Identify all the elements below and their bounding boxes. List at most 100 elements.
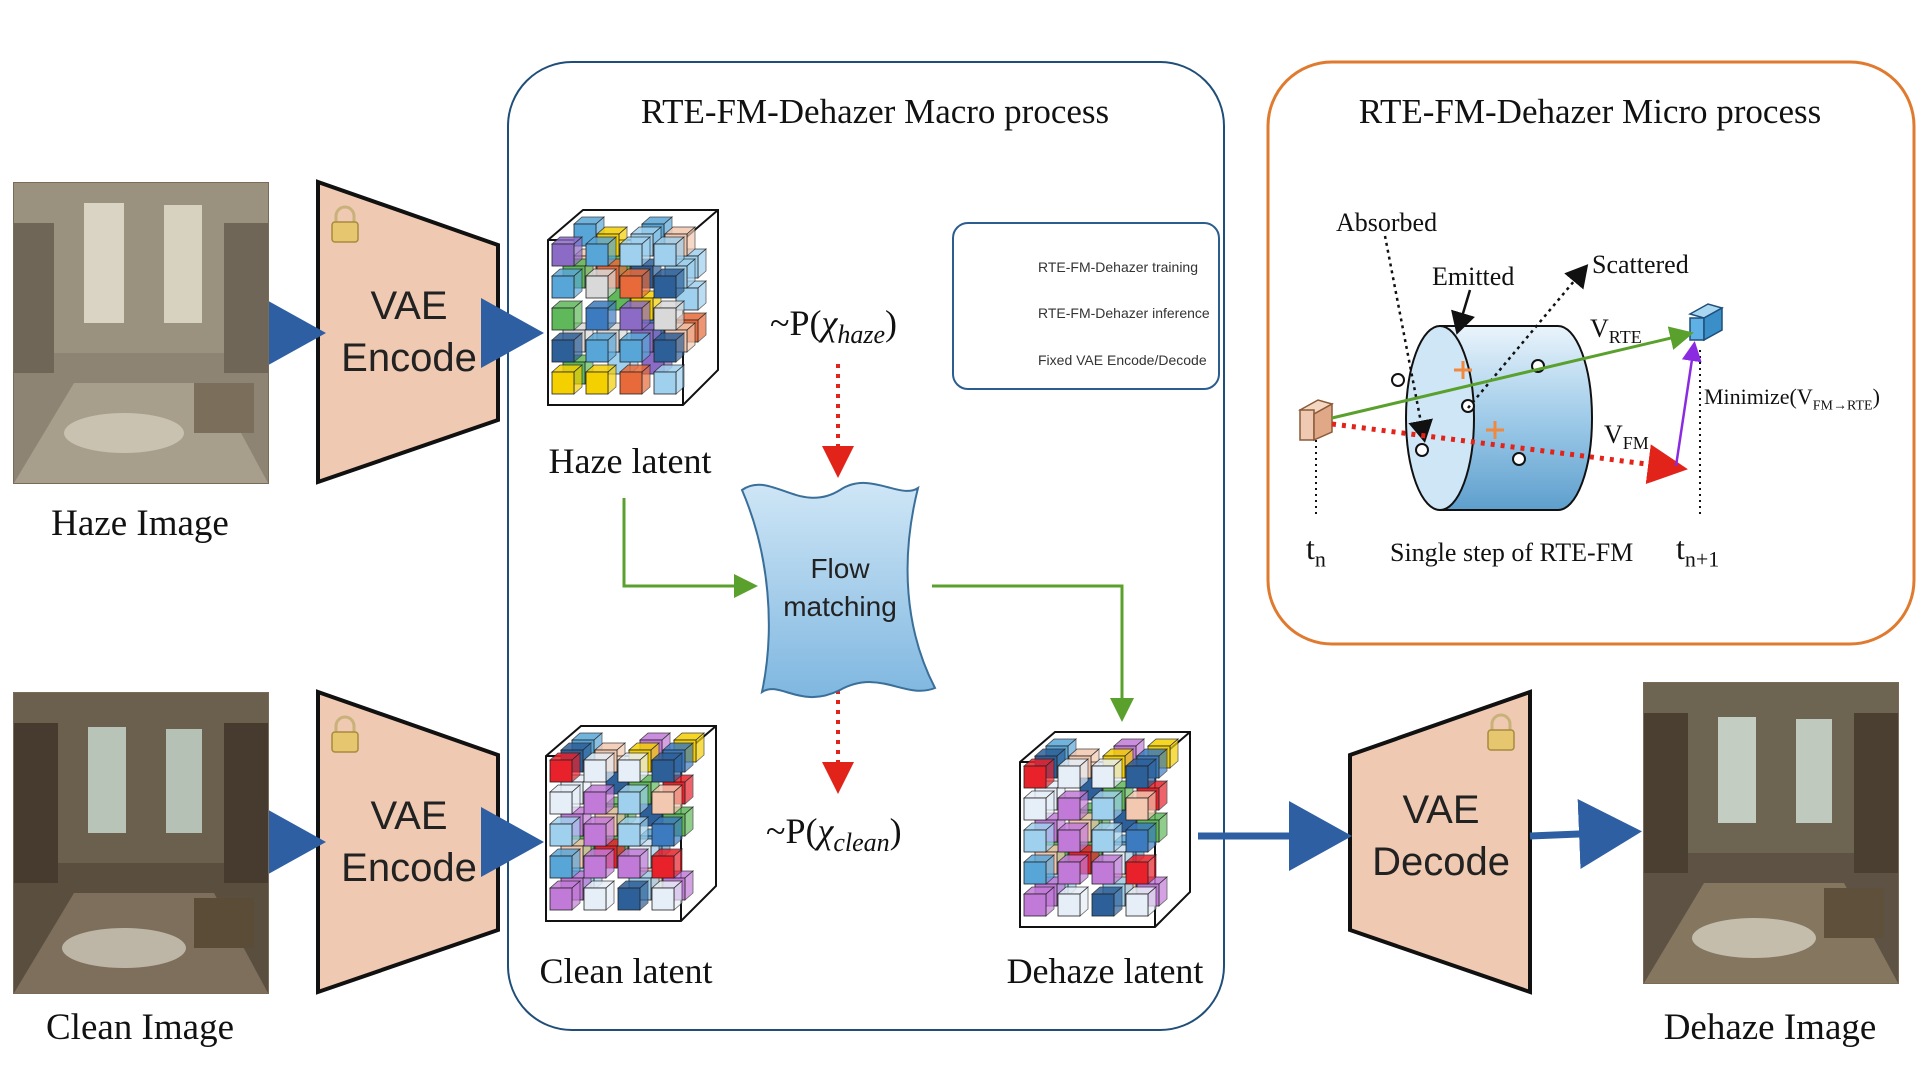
- latent-block: [616, 784, 650, 815]
- clean-latent-cube: [545, 725, 717, 922]
- legend-inference: RTE-FM-Dehazer inference: [1038, 305, 1210, 321]
- latent-block: [1056, 758, 1090, 789]
- lock-icon: [331, 715, 359, 753]
- tn-label: tn: [1306, 530, 1326, 572]
- clean-distribution-label: ~P(χclean): [766, 811, 902, 858]
- haze-latent-label: Haze latent: [548, 441, 712, 481]
- latent-block: [618, 300, 652, 331]
- latent-block: [548, 784, 582, 815]
- legend-vae: Fixed VAE Encode/Decode: [1038, 352, 1207, 368]
- latent-block: [1022, 758, 1056, 789]
- single-step-label: Single step of RTE-FM: [1390, 538, 1634, 567]
- latent-block: [550, 364, 584, 395]
- latent-block: [652, 236, 686, 267]
- minimize-arrow: [1674, 341, 1702, 467]
- arrow-flow-to-dehaze-latent: [932, 584, 1134, 722]
- haze-distribution-label: ~P(χhaze): [770, 303, 898, 350]
- clean-image-label: Clean Image: [46, 1007, 234, 1048]
- lock-icon: [1487, 713, 1515, 751]
- absorbed-label: Absorbed: [1336, 208, 1438, 237]
- micro-process-title: RTE-FM-Dehazer Micro process: [1358, 92, 1822, 131]
- v-rte-arrow: [1331, 326, 1694, 420]
- latent-block: [1090, 886, 1124, 917]
- latent-block: [616, 752, 650, 783]
- latent-block: [652, 300, 686, 331]
- haze-image-label: Haze Image: [51, 503, 229, 544]
- latent-block: [652, 332, 686, 363]
- dehaze-latent-cube: [1019, 731, 1191, 928]
- latent-block: [548, 880, 582, 911]
- emission-markers: [1454, 361, 1504, 439]
- vae-decode-shape: [1348, 689, 1532, 995]
- latent-block: [582, 816, 616, 847]
- latent-block: [548, 848, 582, 879]
- v-fm-arrow: [1331, 421, 1688, 485]
- latent-block: [1090, 758, 1124, 789]
- latent-block: [650, 848, 684, 879]
- latent-block: [1056, 822, 1090, 853]
- tn1-cube: [1688, 303, 1724, 342]
- flow-matching-shape: [740, 481, 937, 699]
- latent-block: [1056, 790, 1090, 821]
- dehaze-image-label: Dehaze Image: [1663, 1007, 1877, 1048]
- macro-process-frame: [507, 61, 1225, 1031]
- latent-block: [550, 332, 584, 363]
- latent-block: [616, 816, 650, 847]
- latent-block: [1022, 790, 1056, 821]
- latent-block: [616, 880, 650, 911]
- latent-block: [616, 848, 650, 879]
- vae-encode-top-shape: [316, 179, 500, 485]
- latent-block: [584, 268, 618, 299]
- latent-block: [582, 848, 616, 879]
- v-fm-label: VFM: [1604, 420, 1649, 454]
- latent-block: [584, 364, 618, 395]
- latent-block: [1124, 822, 1158, 853]
- latent-block: [584, 332, 618, 363]
- legend: RTE-FM-Dehazer training RTE-FM-Dehazer i…: [952, 222, 1220, 390]
- latent-block: [550, 268, 584, 299]
- latent-block: [1022, 822, 1056, 853]
- tn-cube: [1298, 399, 1334, 442]
- latent-block: [618, 268, 652, 299]
- latent-block: [582, 752, 616, 783]
- emitted-label: Emitted: [1432, 262, 1515, 291]
- latent-block: [618, 364, 652, 395]
- clean-image: [13, 692, 269, 994]
- v-rte-label: VRTE: [1590, 314, 1642, 348]
- micro-process-frame: [1266, 60, 1916, 646]
- minimize-label: Minimize(VFM→RTE): [1704, 384, 1880, 414]
- scattered-label: Scattered: [1592, 250, 1689, 279]
- legend-training: RTE-FM-Dehazer training: [1038, 259, 1199, 275]
- latent-block: [1090, 854, 1124, 885]
- dehaze-image: [1643, 682, 1899, 984]
- latent-block: [1022, 886, 1056, 917]
- latent-block: [652, 364, 686, 395]
- latent-block: [1124, 758, 1158, 789]
- latent-block: [618, 332, 652, 363]
- latent-block: [1090, 790, 1124, 821]
- latent-block: [584, 236, 618, 267]
- latent-block: [584, 300, 618, 331]
- latent-block: [650, 816, 684, 847]
- latent-block: [650, 784, 684, 815]
- tn1-label: tn+1: [1676, 530, 1720, 572]
- arrow-decode-to-dehaze-image: [1529, 799, 1642, 869]
- latent-block: [548, 816, 582, 847]
- latent-block: [550, 236, 584, 267]
- rte-cylinder: [1405, 325, 1593, 511]
- haze-latent-cube: [547, 209, 719, 406]
- arrow-haze-latent-to-flow: [622, 498, 758, 598]
- haze-image: [13, 182, 269, 484]
- lock-icon: [331, 205, 359, 243]
- latent-block: [582, 880, 616, 911]
- latent-block: [582, 784, 616, 815]
- latent-block: [550, 300, 584, 331]
- latent-block: [652, 268, 686, 299]
- latent-block: [650, 880, 684, 911]
- latent-block: [1022, 854, 1056, 885]
